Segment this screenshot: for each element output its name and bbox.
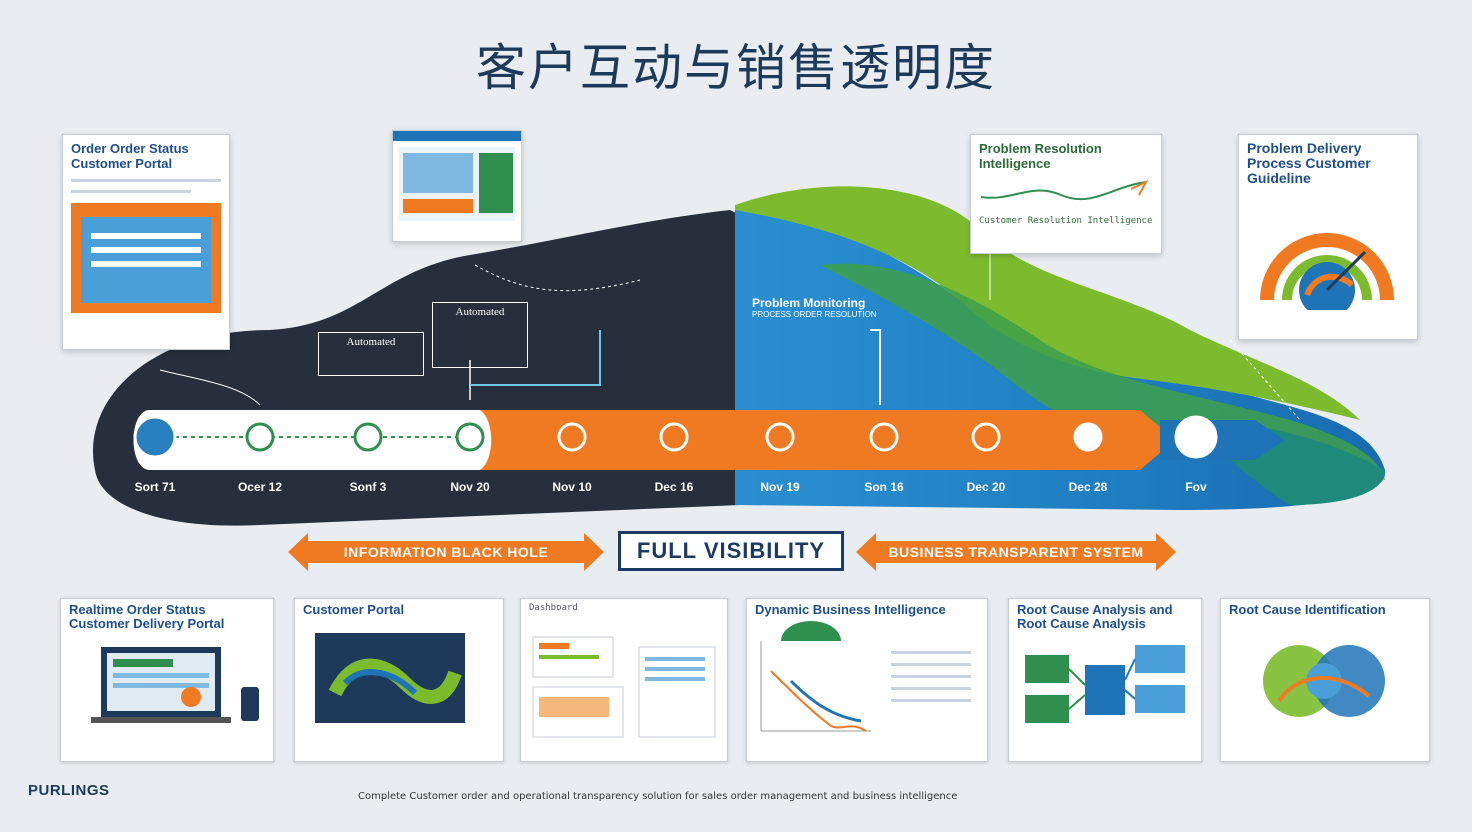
- information-black-hole-bar: INFORMATION BLACK HOLE: [288, 533, 604, 571]
- transparent-label: BUSINESS TRANSPARENT SYSTEM: [888, 544, 1144, 560]
- panel-business-intelligence: Dynamic Business Intelligence: [746, 598, 988, 762]
- delivery-title: Problem Delivery Process Customer Guidel…: [1247, 140, 1371, 186]
- panel-rci-title: Root Cause Identification: [1229, 602, 1386, 617]
- panel-order-status: Realtime Order Status Customer Delivery …: [60, 598, 274, 762]
- white-track: [133, 410, 504, 470]
- milestone-date-label: Sort 71: [134, 480, 176, 494]
- brand-logo: PURLINGS: [28, 782, 110, 799]
- monitoring-title: Problem Monitoring: [752, 296, 866, 310]
- resolution-title: Problem Resolution Intelligence: [979, 141, 1102, 171]
- milestone-date-label: Dec 20: [966, 480, 1006, 494]
- footer-text: Complete Customer order and operational …: [358, 791, 958, 802]
- milestone-node: [1073, 422, 1103, 452]
- order-portal-card: Order Order Status Customer Portal: [62, 134, 230, 350]
- milestone-date-label: Dec 16: [654, 480, 694, 494]
- milestone-date-label: Dec 28: [1068, 480, 1108, 494]
- milestone-node: [765, 422, 795, 452]
- delivery-process-card: Problem Delivery Process Customer Guidel…: [1238, 134, 1418, 340]
- trend-line-icon: [980, 179, 1149, 201]
- gauge-icon: [1260, 233, 1394, 318]
- milestone-node: [455, 422, 485, 452]
- automated-box-2: Automated: [432, 302, 528, 368]
- milestone-date-label: Nov 10: [552, 480, 592, 494]
- resolution-intelligence-card: Problem Resolution Intelligence Customer…: [970, 134, 1162, 254]
- bi-chart-icon: [760, 621, 971, 732]
- business-transparent-bar: BUSINESS TRANSPARENT SYSTEM: [856, 533, 1176, 571]
- panel-root-cause-identification: Root Cause Identification: [1220, 598, 1430, 762]
- milestone-node: [971, 422, 1001, 452]
- milestone-date-label: Nov 19: [760, 480, 800, 494]
- monitoring-sub: PROCESS ORDER RESOLUTION: [752, 310, 877, 319]
- full-visibility-label: FULL VISIBILITY: [618, 531, 844, 571]
- milestone-node: [245, 422, 275, 452]
- milestone-circles: [133, 415, 1218, 459]
- dashboard-doc-icon: [532, 636, 716, 738]
- panel-customer-portal-title: Customer Portal: [303, 602, 405, 617]
- laptop-icon: [91, 647, 259, 723]
- panel-dashboard-stub: Dashboard: [529, 603, 578, 613]
- panel-customer-portal: Customer Portal: [294, 598, 504, 762]
- portal-screenshot: [71, 203, 221, 313]
- dashboard-thumbnail-card: [392, 130, 522, 242]
- panel-rca-title: Root Cause Analysis and Root Cause Analy…: [1017, 602, 1173, 631]
- milestone-date-label: Son 16: [864, 480, 904, 494]
- milestone-node: [557, 422, 587, 452]
- milestone-date-label: Fov: [1185, 480, 1207, 494]
- venn-icon: [1263, 645, 1385, 717]
- map-screen-icon: [315, 633, 465, 723]
- panel-root-cause-analysis: Root Cause Analysis and Root Cause Analy…: [1008, 598, 1202, 762]
- panel-order-status-title: Realtime Order Status Customer Delivery …: [69, 602, 225, 631]
- black-hole-label: INFORMATION BLACK HOLE: [343, 544, 549, 560]
- order-portal-title: Order Order Status Customer Portal: [71, 141, 189, 171]
- automated-label-1: Automated: [346, 336, 396, 348]
- milestone-date-label: Ocer 12: [237, 480, 283, 494]
- milestone-date-label: Nov 20: [450, 480, 490, 494]
- milestone-node: [133, 415, 177, 459]
- panel-dashboard: Dashboard: [520, 598, 728, 762]
- flow-diagram-icon: [1025, 645, 1185, 723]
- resolution-stub: Customer Resolution Intelligence: [979, 216, 1153, 226]
- panel-bi-title: Dynamic Business Intelligence: [755, 602, 946, 617]
- page-title: 客户互动与销售透明度: [476, 39, 996, 97]
- milestone-node: [869, 422, 899, 452]
- orange-track: [480, 410, 1175, 470]
- automated-label-2: Automated: [455, 306, 505, 318]
- problem-monitoring-label: Problem Monitoring PROCESS ORDER RESOLUT…: [752, 296, 876, 319]
- automated-box-1: Automated: [318, 332, 424, 376]
- milestone-date-label: Sonf 3: [349, 480, 387, 494]
- milestone-node: [1174, 415, 1218, 459]
- green-wave-1: [735, 186, 1360, 420]
- milestone-node: [353, 422, 383, 452]
- milestone-node: [659, 422, 689, 452]
